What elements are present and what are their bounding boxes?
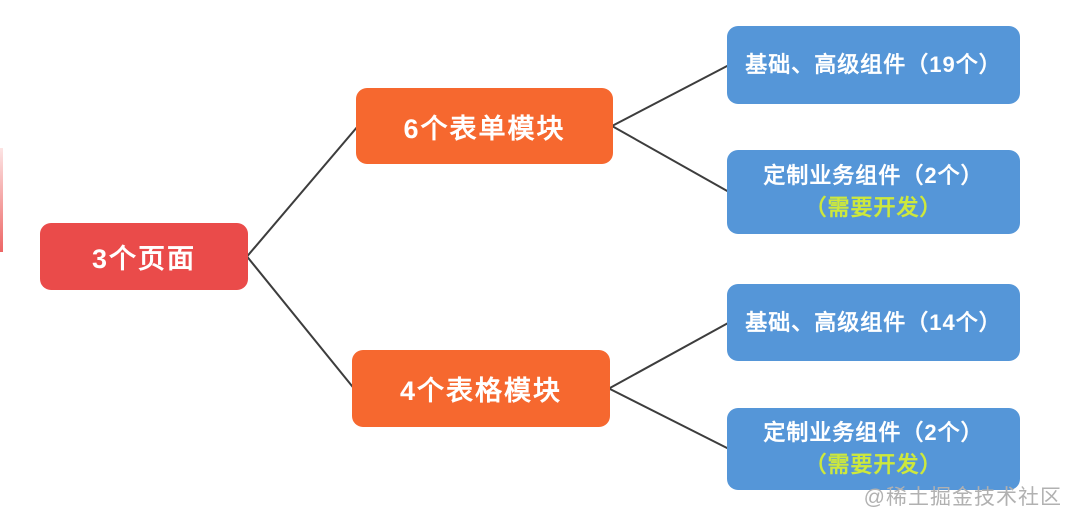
leaf-node-form-basic-components: 基础、高级组件（19个） xyxy=(727,26,1020,104)
branch-node-label: 4个表格模块 xyxy=(399,376,563,406)
leaf-node-label: 基础、高级组件（14个） xyxy=(745,309,1002,335)
branch-node-label: 6个表单模块 xyxy=(403,113,566,144)
leaf-node-form-custom-components: 定制业务组件（2个） （需要开发） xyxy=(727,150,1020,234)
watermark-text: @稀土掘金技术社区 xyxy=(863,486,1062,509)
branch-node-table-modules: 4个表格模块 xyxy=(352,350,610,427)
leaf-node-table-custom-components: 定制业务组件（2个） （需要开发） xyxy=(727,408,1020,490)
leaf-node-table-basic-components: 基础、高级组件（14个） xyxy=(727,284,1020,361)
leaf-node-note: （需要开发） xyxy=(804,452,943,477)
root-node-label: 3个页面 xyxy=(91,244,197,274)
leaf-node-label: 定制业务组件（2个） xyxy=(763,420,984,446)
root-node-pages: 3个页面 xyxy=(40,223,248,290)
leaf-node-label: 定制业务组件（2个） xyxy=(763,163,984,189)
branch-node-form-modules: 6个表单模块 xyxy=(356,88,613,164)
leaf-node-label: 基础、高级组件（19个） xyxy=(745,52,1002,78)
leaf-node-note: （需要开发） xyxy=(804,195,943,220)
cropped-left-edge-artifact xyxy=(0,148,3,252)
